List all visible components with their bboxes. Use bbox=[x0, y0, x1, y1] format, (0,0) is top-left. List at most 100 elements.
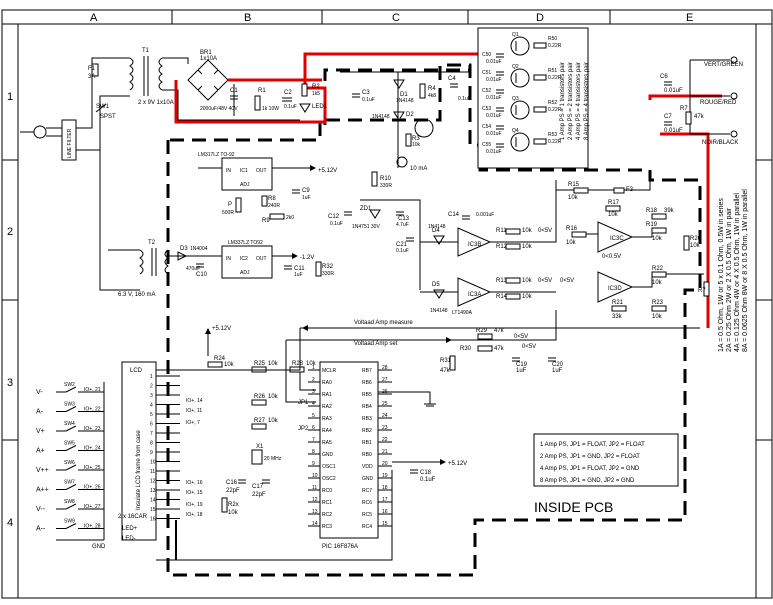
jp2-label: JP2 bbox=[298, 426, 309, 432]
emitter-resistor bbox=[533, 138, 547, 145]
transistor-cap-label: C53 bbox=[482, 106, 491, 112]
ic3d-label: IC3D bbox=[608, 286, 622, 292]
pic-pin-number: 21 bbox=[382, 449, 388, 455]
r22-value: 10k bbox=[652, 280, 663, 286]
emitter-resistor-value: 0.22R bbox=[548, 75, 562, 81]
switch-side-label: A- bbox=[36, 409, 44, 416]
transistor-cap-value: 0.01uF bbox=[486, 59, 502, 65]
pic-pin-number: 23 bbox=[382, 425, 388, 431]
pic-pin-number: 1 bbox=[312, 365, 315, 371]
row-label-1: 1 bbox=[7, 91, 13, 103]
c14-value: 0.001uF bbox=[476, 212, 494, 218]
resistor-r11 bbox=[505, 228, 521, 235]
resistor-r26 bbox=[251, 399, 267, 406]
p-label: P bbox=[228, 202, 232, 208]
r31-value: 47k bbox=[440, 368, 451, 374]
r28-value: 10k bbox=[306, 361, 317, 367]
r23-value: 10k bbox=[652, 314, 663, 320]
switch-side-label: V- bbox=[36, 389, 43, 396]
v512-rail-label: +5.12V bbox=[212, 326, 231, 332]
resistor-r4 bbox=[419, 83, 426, 99]
pic-vdd-label: +5.12V bbox=[448, 461, 467, 467]
diode-d2 bbox=[393, 111, 405, 121]
f1-label: F1 bbox=[88, 66, 96, 72]
lcd-label: LCD bbox=[130, 368, 143, 374]
switch-name: SW3 bbox=[64, 402, 75, 408]
c17-label: C17 bbox=[252, 484, 264, 490]
jumper-row-1: 1 Amp PS, JP1 = FLOAT, JP2 = FLOAT bbox=[540, 442, 645, 448]
pic-pin-name: GND bbox=[362, 476, 374, 482]
range-label-2: 0<5V bbox=[538, 278, 552, 284]
r10-value: 330R bbox=[380, 183, 392, 189]
pic-pin-name: RB1 bbox=[362, 440, 372, 446]
resistor-r18 bbox=[651, 213, 667, 220]
resistor-r7-shunt bbox=[703, 281, 710, 297]
column-label-a: A bbox=[90, 12, 98, 24]
switch-name: SW7 bbox=[64, 480, 75, 486]
shunt-note-1: 1A = 0.5 Ohm, 1W or 5 x 0.1 Ohm, 0.5W in… bbox=[718, 198, 725, 352]
r16-value: 10k bbox=[566, 240, 577, 246]
x1-label: X1 bbox=[256, 444, 264, 450]
pic-pin-number: 8 bbox=[312, 449, 315, 455]
pic-pin-number: 7 bbox=[312, 437, 315, 443]
c3-value: 0.1uF bbox=[362, 97, 375, 103]
lcd-pin-number: 13 bbox=[150, 488, 156, 494]
row-label-4: 4 bbox=[7, 517, 13, 529]
resistor-r22 bbox=[651, 271, 667, 278]
transistor-label: Q2 bbox=[512, 64, 519, 70]
switch-side-label: V++ bbox=[36, 467, 49, 474]
pic-pin-name: RC3 bbox=[322, 524, 332, 530]
c6-label: C6 bbox=[660, 74, 668, 80]
vert-green-label: VERT/GREEN bbox=[704, 62, 743, 68]
r28-label: R28 bbox=[292, 361, 304, 367]
lcd-pin-number: 12 bbox=[150, 479, 156, 485]
switch-name: SW8 bbox=[64, 499, 75, 505]
pic-pin-name: RB5 bbox=[362, 392, 372, 398]
resistor-r3 bbox=[405, 133, 412, 147]
shunt-note-3: 4A = 0.125 Ohm 4W or 4 X 0.5 Ohm, 1W in … bbox=[734, 193, 741, 352]
r15-label: R15 bbox=[568, 182, 580, 188]
c18-label: C18 bbox=[420, 470, 432, 476]
lcd-model: 2 x 16CAR bbox=[118, 514, 148, 520]
r12-label: R12 bbox=[496, 244, 508, 250]
br1-value: 1x10A bbox=[200, 56, 217, 62]
switch-name: SW5 bbox=[64, 441, 75, 447]
r27-label: R27 bbox=[254, 418, 266, 424]
regulator-ic2 bbox=[221, 245, 273, 279]
jp1-label: JP1 bbox=[298, 400, 309, 406]
r21-value: 33k bbox=[612, 314, 623, 320]
c1-label: C1 bbox=[230, 88, 238, 94]
ic1-adj: ADJ bbox=[240, 182, 250, 188]
column-label-c: C bbox=[392, 12, 400, 24]
power-transistor bbox=[510, 36, 530, 56]
r14-value: 10k bbox=[522, 294, 533, 300]
switch-sw1 bbox=[95, 103, 107, 113]
switch-io: IO+, 24 bbox=[84, 446, 101, 452]
pic-pin-number: 18 bbox=[382, 485, 388, 491]
resistor-r17 bbox=[605, 205, 621, 212]
c13-value: 4.7uF bbox=[396, 222, 409, 228]
pic-pin-name: RA5 bbox=[322, 440, 332, 446]
r3-value: 10k bbox=[412, 142, 421, 148]
switch-name: SW6 bbox=[64, 460, 75, 466]
r20-value: 10k bbox=[690, 243, 701, 249]
c9-label: C9 bbox=[302, 188, 310, 194]
pic-pin-number: 28 bbox=[382, 365, 388, 371]
resistor-r32 bbox=[315, 261, 322, 277]
lcd-pin-number: 16 bbox=[150, 517, 156, 523]
c11-label: C11 bbox=[294, 266, 305, 272]
pic-pin-name: RC0 bbox=[322, 488, 332, 494]
r32-value: 330R bbox=[322, 271, 334, 277]
c17-value: 22pF bbox=[252, 492, 266, 498]
jumper-row-4: 8 Amp PS, JP1 = GND, JP2 = GND bbox=[540, 478, 635, 484]
potentiometer-p bbox=[235, 197, 242, 213]
c12-value: 0.1uF bbox=[330, 221, 343, 227]
shunt-note-4: 8A = 0.0625 Ohm 8W or 8 X 0.5 Ohm, 1W in… bbox=[742, 189, 749, 352]
resistor-r16 bbox=[571, 231, 587, 238]
c2-label: C2 bbox=[284, 90, 292, 96]
r1-value: 1k 10W bbox=[262, 106, 279, 112]
jumper-row-2: 2 Amp PS, JP1 = GND, JP2 = FLOAT bbox=[540, 454, 640, 460]
c12-label: C12 bbox=[328, 214, 340, 220]
mains-plug bbox=[20, 125, 62, 139]
